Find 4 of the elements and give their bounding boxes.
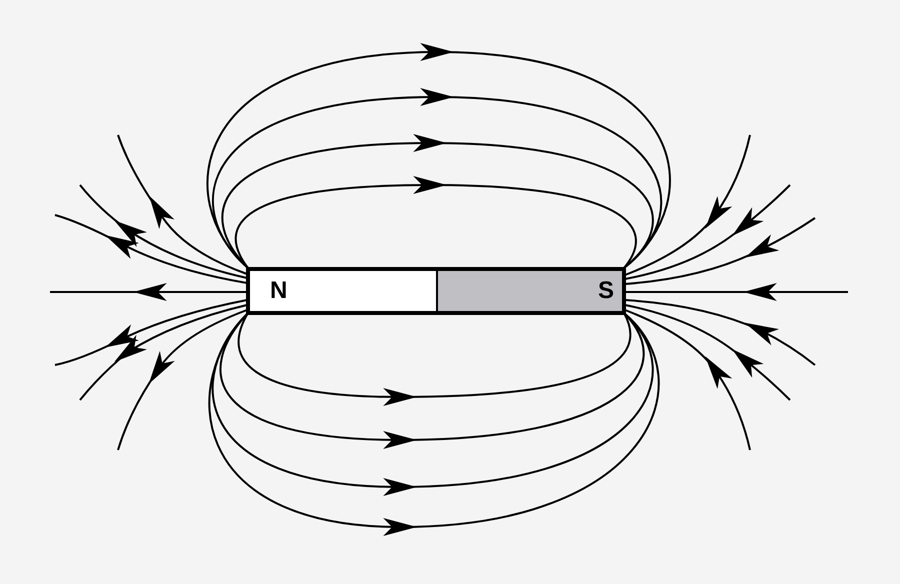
pole-label: S — [598, 277, 614, 305]
magnet-pole — [246, 267, 438, 315]
magnet-pole — [436, 267, 626, 315]
pole-label: N — [270, 277, 288, 305]
